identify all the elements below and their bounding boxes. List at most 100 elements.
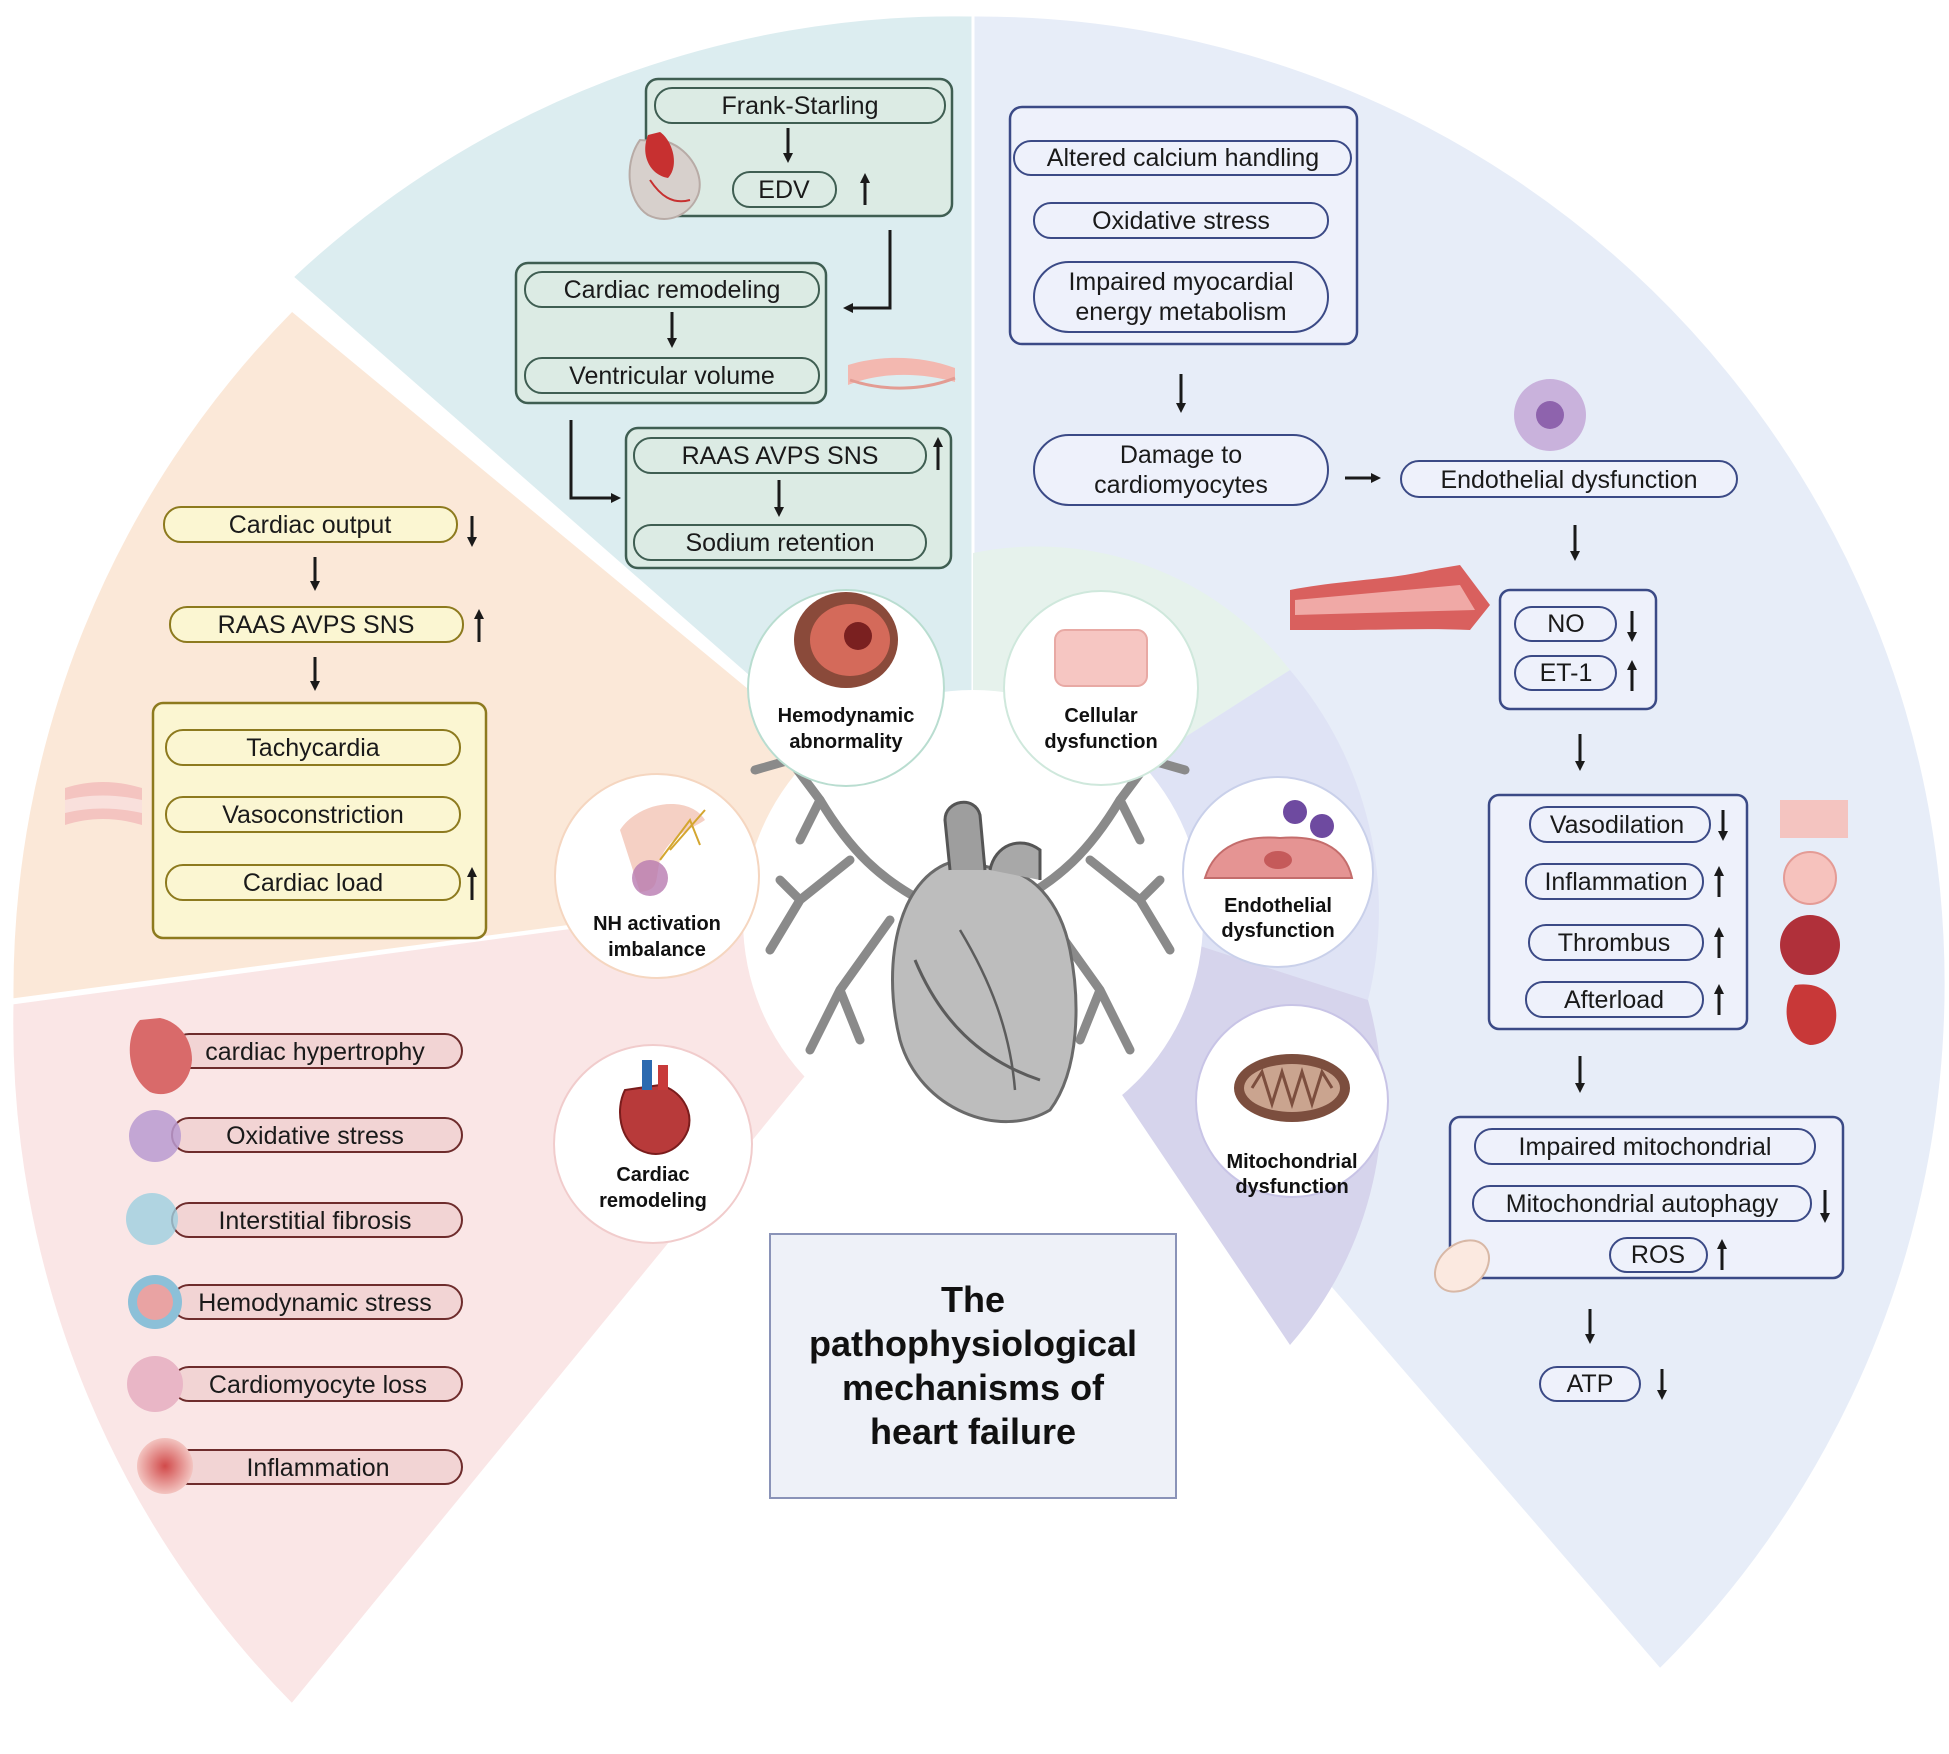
svg-text:Oxidative stress: Oxidative stress [226, 1122, 404, 1150]
damage-text-line2: cardiomyocytes [1094, 471, 1268, 499]
remodeling-item-5: Inflammation [137, 1438, 463, 1494]
svg-text:Interstitial fibrosis: Interstitial fibrosis [218, 1207, 411, 1235]
sodium-text: Sodium retention [685, 529, 874, 557]
mito-autophagy-pill [1472, 1185, 1812, 1222]
endo-dys-pill [1400, 460, 1738, 498]
endothelial-label-circle: Endothelial dysfunction [1182, 776, 1374, 968]
oxidative-text: Oxidative stress [1092, 207, 1270, 235]
tissue-icon [127, 1356, 183, 1412]
atp-pill [1539, 1366, 1641, 1402]
inflamed-cell-icon [137, 1438, 193, 1494]
hemodynamic-label-circle: Hemodynamic abnormality [747, 589, 945, 787]
svg-text:Inflammation: Inflammation [246, 1454, 389, 1482]
sodium-pill [633, 524, 927, 561]
afterload-text: Afterload [1564, 986, 1664, 1014]
side-icons [1780, 800, 1848, 1045]
remodeling-label-line2: remodeling [599, 1190, 707, 1212]
no-text: NO [1547, 610, 1585, 638]
blood-vessel-icon [1780, 800, 1848, 838]
remodeling-sector [10, 871, 977, 1708]
heart-anatomy-icon [1786, 984, 1837, 1045]
cardiac-remodeling-text: Cardiac remodeling [564, 276, 781, 304]
fibrosis-icon [126, 1193, 178, 1245]
inflammation-text: Inflammation [1544, 868, 1687, 896]
nerve-icon [620, 803, 706, 896]
remodeling-item-1: Oxidative stress [129, 1110, 463, 1162]
heart-anatomy-icon [619, 1060, 691, 1155]
energy-text-line2: energy metabolism [1075, 298, 1286, 326]
cardiac-output-pill [163, 506, 458, 543]
vasoconstriction-pill [165, 796, 461, 833]
thrombus-icon [1780, 915, 1840, 975]
ventricular-volume-pill [524, 357, 820, 394]
mito-label-line1: Mitochondrial [1226, 1151, 1357, 1173]
tachycardia-pill [165, 729, 461, 766]
endothelial-cell-icon [1203, 800, 1354, 879]
ros-pill [1609, 1237, 1708, 1273]
cardiomyocyte-icon [794, 592, 898, 688]
heart-lungs-icon [750, 715, 1190, 1124]
impaired-mito-pill [1474, 1128, 1816, 1165]
vasoconstriction-text: Vasoconstriction [222, 801, 404, 829]
cell-icon [1783, 851, 1837, 905]
edv-text: EDV [758, 176, 810, 204]
nh-label-circle: NH activation imbalance [554, 773, 760, 979]
mito-autophagy-text: Mitochondrial autophagy [1506, 1190, 1779, 1218]
cardiac-remodeling-pill [524, 271, 820, 308]
title-line-4: heart failure [869, 1411, 1077, 1452]
blood-vessel-icon [1290, 565, 1490, 630]
svg-text:Hemodynamic stress: Hemodynamic stress [198, 1289, 431, 1317]
remodeling-item-2: Interstitial fibrosis [126, 1193, 463, 1245]
et1-text: ET-1 [1540, 659, 1593, 687]
inflammation-pill [1525, 863, 1704, 900]
endothelial-label-line2: dysfunction [1221, 920, 1334, 942]
mitochondrion-icon [1234, 1054, 1350, 1122]
hemodynamic-label-line2: abnormality [789, 731, 903, 753]
hemodynamic-label-line1: Hemodynamic [778, 705, 915, 727]
mito-label-line2: dysfunction [1235, 1176, 1348, 1198]
energy-text-line1: Impaired myocardial [1068, 268, 1293, 296]
remodeling-item-4: Cardiomyocyte loss [127, 1356, 463, 1412]
cardiac-load-pill [165, 864, 461, 901]
vascular-effects-box [1487, 793, 1749, 1031]
cardiac-load-text: Cardiac load [243, 869, 383, 897]
cellular-label-circle: Cellular dysfunction [1003, 590, 1199, 786]
vasodilation-pill [1529, 806, 1711, 843]
endo-dys-text: Endothelial dysfunction [1440, 466, 1697, 494]
svg-text:Cardiomyocyte loss: Cardiomyocyte loss [209, 1371, 427, 1399]
damage-text-line1: Damage to [1120, 441, 1242, 469]
oxidative-pill [1033, 202, 1329, 239]
mitochondrion-icon [1434, 1239, 1490, 1293]
atp-text: ATP [1567, 1370, 1614, 1398]
no-pill [1514, 606, 1617, 642]
heart-anatomy-icon [628, 132, 701, 220]
frank-starling-pill [654, 87, 946, 124]
damage-pill [1033, 434, 1329, 506]
vasodilation-text: Vasodilation [1550, 811, 1684, 839]
edv-pill [732, 171, 837, 208]
remodeling-label-circle: Cardiac remodeling [553, 1044, 753, 1244]
thrombus-pill [1528, 924, 1704, 961]
thrombus-text: Thrombus [1558, 929, 1671, 957]
raas-text-hemo: RAAS AVPS SNS [682, 442, 879, 470]
cellular-label-line1: Cellular [1064, 705, 1138, 727]
arrow-frank-remodel [843, 230, 892, 313]
raas-pill-nh [169, 606, 464, 643]
page-title: The pathophysiological mechanisms of hea… [809, 1278, 1137, 1454]
tachycardia-text: Tachycardia [246, 734, 379, 762]
mito-label-circle: Mitochondrial dysfunction [1195, 1004, 1389, 1198]
nh-label-line1: NH activation [593, 913, 721, 935]
cardiac-output-text: Cardiac output [229, 511, 392, 539]
remodeling-item-0: cardiac hypertrophy [129, 1018, 463, 1095]
title-line-2: pathophysiological [808, 1323, 1138, 1364]
ros-text: ROS [1631, 1241, 1685, 1269]
blood-vessel-icon [65, 782, 142, 825]
et1-pill [1514, 655, 1617, 691]
title-line-1: The [940, 1279, 1005, 1320]
calcium-text: Altered calcium handling [1047, 144, 1319, 172]
remodeling-label-line1: Cardiac [616, 1164, 689, 1186]
energy-pill [1033, 261, 1329, 333]
muscle-fiber-icon [848, 357, 956, 390]
raas-pill-hemo [633, 437, 927, 474]
